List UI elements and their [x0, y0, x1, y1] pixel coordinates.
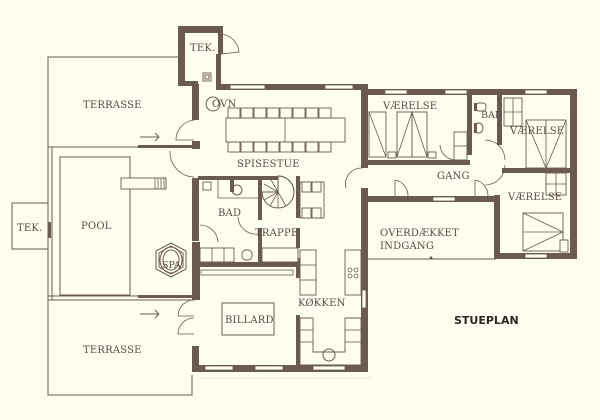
- pool: [59, 156, 131, 296]
- room-label-bad-left: BAD: [218, 208, 241, 219]
- room-label-tek-left: TEK.: [17, 223, 42, 234]
- plan-title: STUEPLAN: [454, 314, 519, 327]
- shower-drain-icon: [202, 181, 212, 191]
- entry-arrow-icon: [140, 309, 160, 319]
- lounge-seating: [299, 181, 325, 219]
- pool-ladder-icon: [120, 177, 167, 190]
- spa: [155, 242, 187, 278]
- room-label-pool: POOL: [81, 221, 112, 232]
- room-label-spisestue: SPISESTUE: [237, 159, 300, 170]
- room-label-kokken: KØKKEN: [298, 298, 346, 309]
- tek-box-inner: [204, 74, 210, 80]
- room-label-terrasse-bottom: TERRASSE: [83, 345, 142, 356]
- cabinet-bedroom-top: [453, 131, 468, 161]
- room-label-vaerelse-top: VÆRELSE: [382, 101, 437, 112]
- cabinet-lower-bedroom: [545, 172, 567, 196]
- covered-entrance: [368, 256, 496, 260]
- billiard-table: [221, 302, 275, 336]
- room-label-tek-top: TEK.: [190, 43, 215, 54]
- room-label-bad-right: BAD: [481, 110, 503, 121]
- bath-right-fixtures: [474, 102, 487, 134]
- kitchen-counters: [299, 249, 362, 366]
- windows: [200, 84, 548, 371]
- room-label-billard: BILLARD: [225, 315, 274, 326]
- oven-icon: [205, 96, 221, 112]
- room-label-ovn: OVN: [212, 99, 237, 110]
- utility-counter: [199, 247, 299, 263]
- spiral-staircase-icon: [261, 175, 295, 209]
- room-label-gang: GANG: [437, 171, 470, 182]
- room-label-terrasse-top: TERRASSE: [83, 100, 142, 111]
- bed-right: [525, 119, 567, 170]
- cabinet-right-bedroom: [503, 97, 523, 127]
- room-label-vaerelse-bottom: VÆRELSE: [507, 192, 562, 203]
- bed-bottom-right: [522, 212, 569, 253]
- wardrobes: [368, 110, 437, 159]
- room-label-indgang: INDGANG: [380, 241, 434, 252]
- entry-arrow-icon: [140, 132, 160, 142]
- room-label-spa: SPA: [162, 260, 181, 271]
- doors: [169, 33, 506, 335]
- room-label-overdaekket: OVERDÆKKET: [380, 228, 459, 239]
- room-label-trappe: TRAPPE: [255, 228, 298, 239]
- dining-table: [225, 107, 346, 153]
- room-label-vaerelse-right: VÆRELSE: [509, 126, 564, 137]
- room-labels: TEK. TERRASSE OVN SPISESTUE POOL SPA BAD…: [81, 43, 564, 356]
- tek-box-icon: [202, 72, 212, 82]
- sink-icon: [231, 184, 243, 196]
- tek-left-room: [11, 202, 49, 250]
